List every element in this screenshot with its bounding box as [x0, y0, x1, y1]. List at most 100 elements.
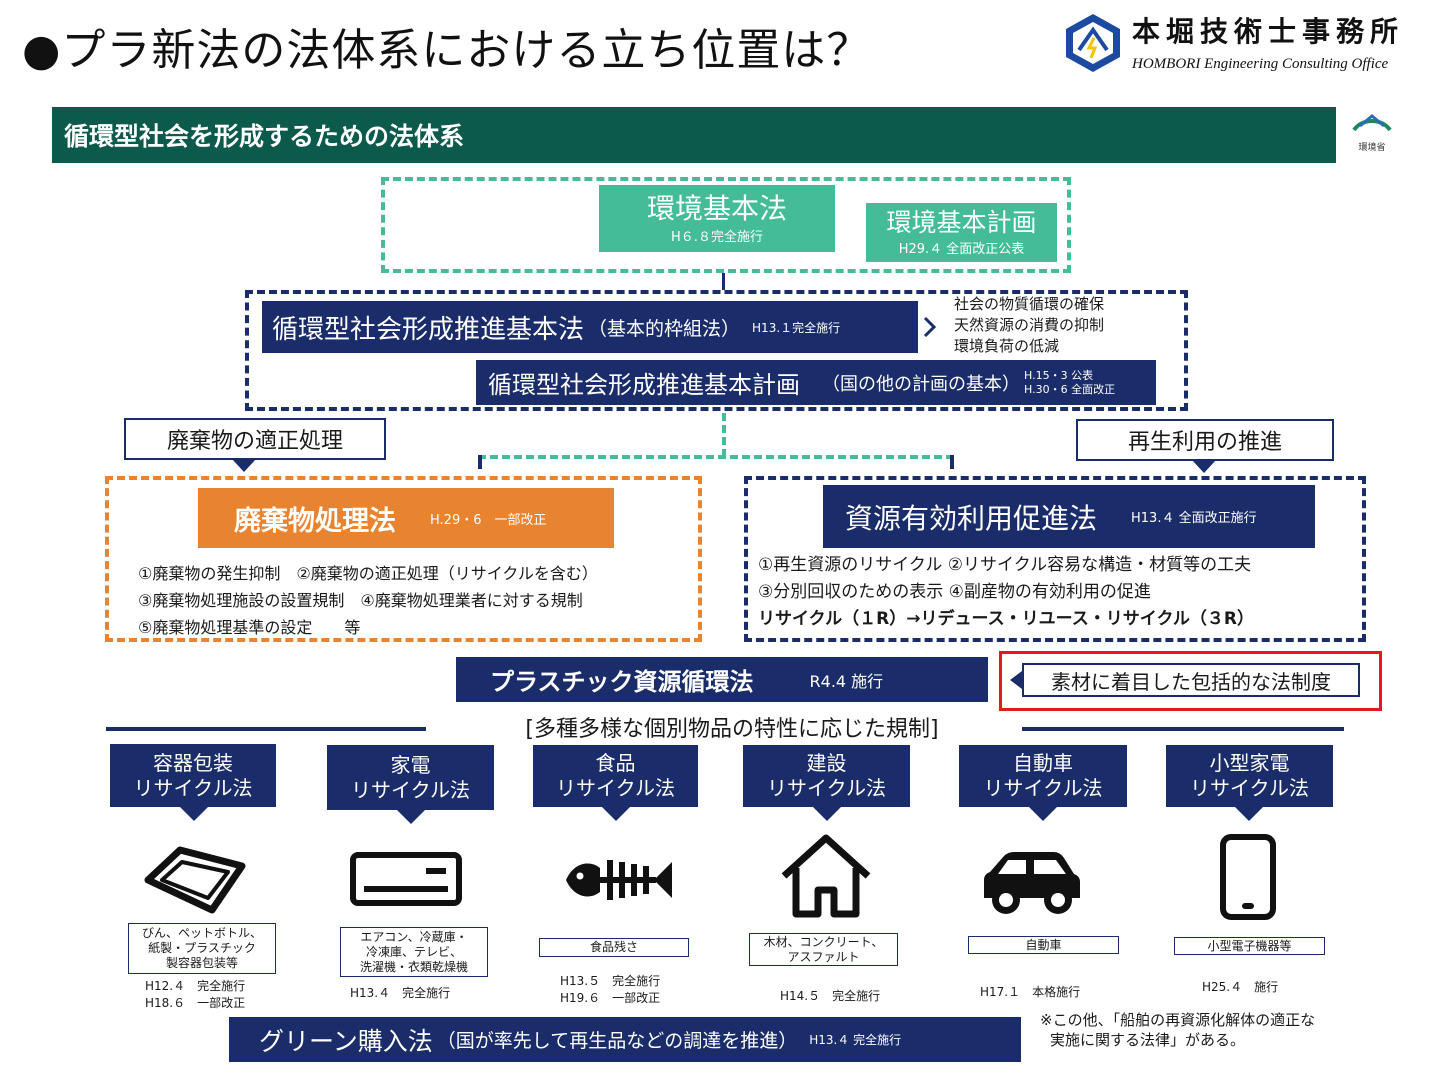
resource-law-box: 資源有効利用促進法 H13.４ 全面改正施行: [823, 485, 1315, 548]
category-name: 自動車: [1013, 751, 1073, 775]
individual-laws-heading: [多種多様な個別物品の特性に応じた規制]: [525, 717, 939, 742]
sound-material-cycle-law-date: H13.１完全施行: [752, 320, 841, 335]
environment-basic-group: [381, 177, 1071, 273]
item-label-line: 自動車: [1025, 937, 1062, 952]
company-logo: 本堀技術士事務所 HOMBORI Engineering Consulting …: [1062, 8, 1432, 80]
plastic-law-box: プラスチック資源循環法 R4.4 施行: [456, 657, 988, 702]
environment-basic-law-title: 環境基本法: [646, 192, 787, 225]
category-name: 家電: [390, 752, 431, 777]
footnote-line: ※この他、「船舶の再資源化解体の適正な: [1040, 1011, 1316, 1029]
item-label-line: アスファルト: [787, 949, 860, 964]
resource-law-date: H13.４ 全面改正施行: [1131, 511, 1257, 526]
enforcement-dates: H13.５ 完全施行 H19.６ 一部改正: [560, 973, 660, 1007]
enforcement-dates: H17.１ 本格施行: [980, 984, 1080, 1001]
item-label-line: 紙製・プラスチック: [148, 941, 256, 955]
waste-law-item: ⑤廃棄物処理基準の設定 等: [138, 618, 361, 637]
smartphone-icon: [1220, 834, 1276, 920]
company-logo-icon: [1066, 14, 1120, 72]
green-purchasing-law-paren: （国が率先して再生品などの調達を推進）: [436, 1030, 798, 1052]
item-label: エアコン、冷蔵庫・ 冷凍庫、テレビ、 洗濯機・衣類乾燥機: [340, 927, 488, 977]
resource-law-bold-line: リサイクル（１R）→リデュース・リユース・リサイクル（３R）: [758, 609, 1255, 629]
sound-material-cycle-plan-paren: （国の他の計画の基本）: [822, 373, 1020, 395]
ministry-mark-icon: [1352, 114, 1392, 132]
sound-material-cycle-plan-box: 循環型社会形成推進基本計画 （国の他の計画の基本） H.15・3 公表 H.30…: [476, 360, 1156, 405]
category-pointer: [397, 810, 425, 824]
waste-callout: 廃棄物の適正処理: [124, 418, 386, 460]
plastic-law-title: プラスチック資源循環法: [490, 668, 754, 696]
sound-material-cycle-law-title: 循環型社会形成推進基本法: [272, 314, 585, 345]
waste-law-box: 廃棄物処理法 H.29・6 一部改正: [198, 488, 614, 548]
plastic-law-date: R4.4 施行: [809, 671, 884, 691]
resource-law-title: 資源有効利用促進法: [845, 501, 1098, 535]
item-label-line: 冷凍庫、テレビ、: [365, 944, 462, 959]
plan-date-published: H.15・3 公表: [1024, 368, 1094, 382]
sound-material-cycle-plan-title: 循環型社会形成推進基本計画: [488, 371, 800, 399]
waste-law-group: [105, 476, 702, 642]
green-purchasing-law-title: グリーン購入法: [259, 1026, 433, 1056]
resource-law-item: ①再生資源のリサイクル ②リサイクル容易な構造・材質等の工夫: [758, 555, 1252, 575]
company-name-en: HOMBORI Engineering Consulting Office: [1132, 56, 1389, 72]
company-name-jp: 本堀技術士事務所: [1132, 15, 1405, 48]
enforcement-dates: H14.５ 完全施行: [780, 988, 880, 1005]
law-aim: 社会の物質循環の確保: [954, 295, 1105, 313]
house-icon: [781, 834, 871, 918]
item-label: びん、ペットボトル、 紙製・プラスチック 製容器包装等: [128, 923, 276, 974]
enforcement-date: H13.５ 完全施行: [560, 974, 661, 988]
small-appliance-law-box: 小型家電 リサイクル法: [1166, 745, 1333, 807]
enforcement-dates: H25.４ 施行: [1202, 979, 1278, 996]
environment-basic-plan-title: 環境基本計画: [886, 208, 1037, 237]
waste-law-title: 廃棄物処理法: [234, 505, 396, 537]
divider-left: [106, 727, 426, 731]
enforcement-dates: H12.４ 完全施行 H18.６ 一部改正: [145, 978, 245, 1012]
item-label-line: エアコン、冷蔵庫・: [360, 929, 468, 944]
category-law: リサイクル法: [556, 776, 675, 800]
callout-pointer: [1010, 671, 1022, 689]
recycle-callout: 再生利用の推進: [1076, 419, 1334, 461]
item-label: 自動車: [968, 936, 1119, 954]
section-banner: 循環型社会を形成するための法体系: [52, 107, 1336, 163]
sound-material-cycle-law-paren: （基本的枠組法）: [588, 317, 741, 340]
enforcement-date: H17.１ 本格施行: [980, 985, 1081, 999]
resource-law-items: ①再生資源のリサイクル ②リサイクル容易な構造・材質等の工夫 ③分別回収のための…: [758, 552, 1254, 633]
category-name: 建設: [806, 751, 847, 775]
automobile-law-box: 自動車 リサイクル法: [959, 745, 1127, 807]
waste-law-item: ③廃棄物処理施設の設置規制 ④廃棄物処理業者に対する規制: [138, 591, 583, 610]
category-law: リサイクル法: [983, 776, 1103, 800]
ministry-name: 環境省: [1358, 143, 1386, 153]
plastic-law-note-frame: [999, 651, 1382, 711]
sound-material-cycle-law-box: 循環型社会形成推進基本法 （基本的枠組法） H13.１完全施行: [262, 301, 918, 353]
item-label: 食品残さ: [539, 938, 689, 957]
category-pointer: [602, 807, 630, 821]
connector-line: [722, 273, 725, 290]
category-pointer: [1029, 807, 1057, 821]
footnote: ※この他、「船舶の再資源化解体の適正な 実施に関する法律」がある。: [1040, 1010, 1315, 1050]
sound-material-cycle-group: [245, 290, 1188, 411]
home-appliance-law-box: 家電 リサイクル法: [327, 745, 494, 810]
item-label-line: 小型電子機器等: [1207, 938, 1292, 953]
food-law-box: 食品 リサイクル法: [533, 745, 698, 807]
law-aim: 環境負荷の低減: [954, 337, 1060, 355]
ministry-logo: 環境省: [1344, 112, 1400, 156]
green-purchasing-law-date: H13.４ 完全施行: [809, 1033, 902, 1047]
sound-material-cycle-plan-dates: H.15・3 公表 H.30・6 全面改正: [1024, 369, 1115, 397]
connector-line: [478, 455, 954, 459]
fish-bone-icon: [566, 860, 672, 900]
environment-basic-law-date: H６.８完全施行: [671, 230, 763, 245]
footnote-line: 実施に関する法律」がある。: [1050, 1031, 1246, 1049]
item-label-line: 製容器包装等: [165, 956, 238, 970]
item-label-line: 木材、コンクリート、: [763, 934, 884, 949]
category-name: 小型家電: [1209, 751, 1290, 775]
enforcement-date: H18.６ 一部改正: [145, 996, 246, 1010]
plan-date-revised: H.30・6 全面改正: [1024, 382, 1116, 396]
enforcement-date: H13.４ 完全施行: [350, 986, 451, 1000]
category-pointer: [813, 807, 841, 821]
resource-law-item: ③分別回収のための表示 ④副産物の有効利用の促進: [758, 582, 1151, 602]
category-law: リサイクル法: [767, 776, 886, 800]
item-label-line: 食品残さ: [589, 940, 638, 954]
tray-icon: [144, 846, 246, 914]
resource-law-group: [744, 476, 1366, 642]
category-pointer: [1235, 807, 1263, 821]
connector-line: [478, 455, 482, 469]
green-purchasing-law-box: グリーン購入法 （国が率先して再生品などの調達を推進） H13.４ 完全施行: [229, 1017, 1021, 1062]
page-title: ●プラ新法の法体系における立ち位置は？: [22, 25, 872, 76]
